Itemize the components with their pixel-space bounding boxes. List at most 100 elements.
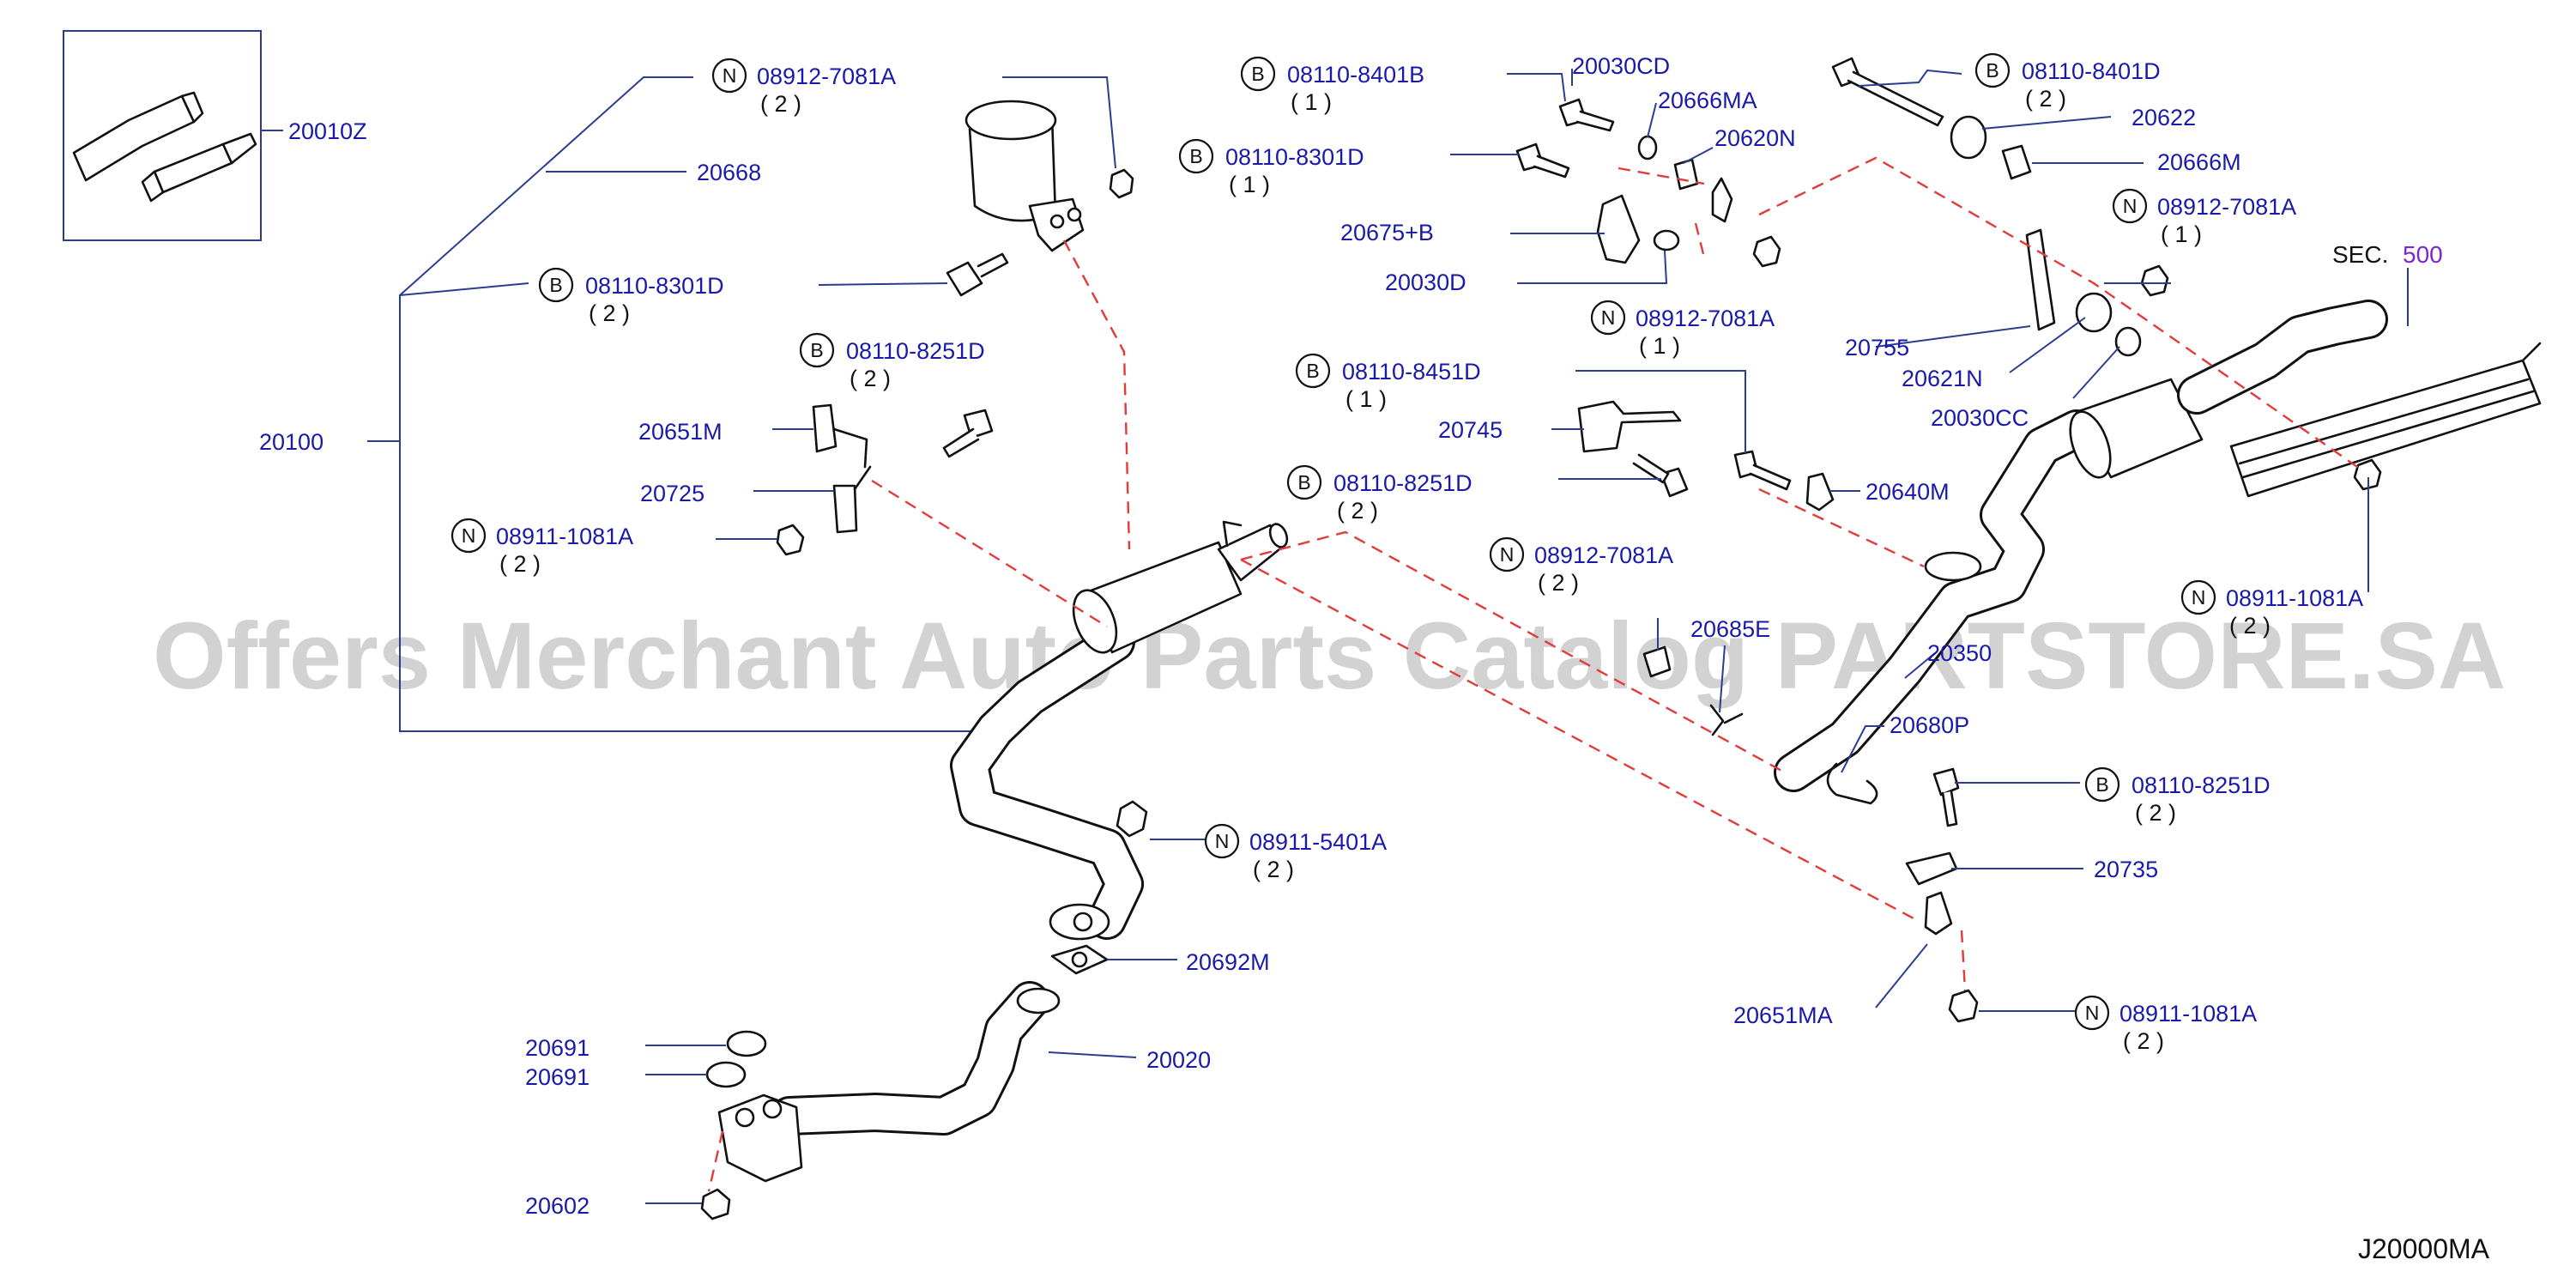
part-label-20640m[interactable]: 20640M (1865, 479, 1950, 505)
part-label-20622[interactable]: 20622 (2132, 105, 2196, 130)
section-ref-link[interactable]: 500 (2403, 241, 2443, 268)
part-qty: ( 2 ) (1538, 570, 1579, 596)
part-qty: ( 2 ) (850, 366, 891, 391)
rubber-mount-icon (1596, 194, 1641, 264)
part-label-08912-7081a[interactable]: 08912-7081A (757, 64, 896, 89)
part-label-08110-8301d[interactable]: 08110-8301D (1225, 144, 1364, 170)
callout-badge-bolt: B (1974, 52, 2011, 88)
part-qty: ( 2 ) (499, 551, 541, 577)
part-label-20668[interactable]: 20668 (697, 160, 761, 185)
callout-badge-nut: N (1204, 823, 1240, 859)
u-bolt-clamps (1642, 645, 1878, 805)
part-label-08110-8251d[interactable]: 08110-8251D (2132, 772, 2271, 798)
hanger-plate (2025, 228, 2056, 331)
part-label-08911-1081a[interactable]: 08911-1081A (2226, 585, 2363, 611)
part-label-08110-8401d[interactable]: 08110-8401D (2022, 58, 2161, 84)
part-label-20666ma[interactable]: 20666MA (1658, 88, 1757, 113)
part-label-20666m[interactable]: 20666M (2157, 149, 2241, 175)
hanger-bracket-20745 (1577, 400, 1682, 453)
part-label-08110-8401b[interactable]: 08110-8401B (1287, 62, 1424, 88)
part-label-20020[interactable]: 20020 (1146, 1047, 1211, 1073)
part-qty: ( 2 ) (2135, 800, 2176, 826)
sealant-kit-box (63, 30, 262, 241)
washer-icon (2075, 292, 2113, 333)
nut-icon (2140, 264, 2169, 297)
callout-badge-nut: N (711, 58, 747, 94)
part-label-20030cc[interactable]: 20030CC (1931, 405, 2029, 431)
part-label-20030d[interactable]: 20030D (1385, 270, 1466, 295)
part-qty: ( 1 ) (1639, 333, 1680, 359)
nut-icon (700, 1188, 731, 1220)
part-label-08912-7081a[interactable]: 08912-7081A (1534, 542, 1673, 568)
part-label-20691[interactable]: 20691 (525, 1035, 590, 1061)
part-qty: ( 2 ) (1337, 498, 1378, 524)
svg-text:B: B (1297, 471, 1310, 494)
nut-icon (776, 524, 805, 556)
part-qty: ( 2 ) (2229, 613, 2271, 639)
svg-text:N: N (1500, 543, 1515, 566)
part-label-20725[interactable]: 20725 (640, 481, 704, 506)
part-label-20010z[interactable]: 20010Z (288, 118, 367, 144)
part-label-20651m[interactable]: 20651M (638, 419, 723, 445)
svg-text:B: B (2095, 773, 2108, 796)
svg-text:N: N (2192, 586, 2206, 609)
washer-icon (2114, 326, 2142, 357)
svg-text:N: N (2085, 1002, 2100, 1024)
sealant-syringe-icon (153, 142, 233, 194)
part-label-20692m[interactable]: 20692M (1186, 949, 1270, 975)
callout-badge-bolt: B (799, 332, 835, 368)
part-label-08911-1081a[interactable]: 08911-1081A (2119, 1001, 2257, 1027)
part-label-20685e[interactable]: 20685E (1690, 616, 1770, 642)
center-pipe-assembly (950, 520, 1289, 941)
svg-text:B: B (1189, 145, 1202, 167)
part-label-08110-8451d[interactable]: 08110-8451D (1342, 359, 1481, 385)
part-label-08110-8301d[interactable]: 08110-8301D (585, 273, 724, 299)
part-label-08912-7081a[interactable]: 08912-7081A (2157, 194, 2296, 220)
exhaust-manifold-flange (717, 1093, 803, 1183)
part-label-08110-8251d[interactable]: 08110-8251D (846, 338, 985, 364)
body-frame-section (2229, 342, 2542, 498)
gasket-20691 (726, 1030, 767, 1057)
callout-badge-nut: N (2180, 579, 2216, 615)
nut-icon (1948, 989, 1979, 1023)
part-label-08912-7081a[interactable]: 08912-7081A (1636, 306, 1775, 331)
pipe-clamp-20668 (946, 100, 1134, 297)
part-label-20621n[interactable]: 20621N (1902, 366, 1983, 391)
watermark-text: Offers Merchant Auto Parts Catalog PARTS… (153, 603, 2506, 709)
gasket-20691 (705, 1061, 747, 1088)
part-label-20745[interactable]: 20745 (1438, 417, 1503, 443)
part-label-20620n[interactable]: 20620N (1714, 125, 1796, 151)
svg-text:N: N (1601, 306, 1616, 329)
part-qty: ( 2 ) (2025, 86, 2066, 112)
part-label-20755[interactable]: 20755 (1845, 335, 1909, 360)
part-label-20030cd[interactable]: 20030CD (1572, 53, 1670, 79)
part-label-08911-1081a[interactable]: 08911-1081A (496, 524, 633, 549)
part-qty: ( 1 ) (2161, 221, 2202, 247)
hanger-bracket-20725 (776, 403, 994, 556)
part-qty: ( 2 ) (1253, 857, 1294, 882)
part-label-08911-5401a[interactable]: 08911-5401A (1249, 829, 1387, 855)
part-label-20735[interactable]: 20735 (2094, 857, 2158, 882)
nut-icon (1109, 168, 1134, 199)
part-qty: ( 2 ) (589, 300, 630, 326)
leader-lines (645, 69, 2409, 1204)
part-label-08110-8251d[interactable]: 08110-8251D (1333, 470, 1472, 496)
diagram-code: J20000MA (2358, 1233, 2490, 1264)
rubber-mount-icon (1805, 472, 1835, 512)
part-label-20651ma[interactable]: 20651MA (1733, 1002, 1833, 1028)
rubber-mount-icon (1924, 891, 1953, 936)
part-label-20691[interactable]: 20691 (525, 1064, 590, 1090)
bushing-icon (1950, 115, 1987, 160)
part-label-20100[interactable]: 20100 (259, 429, 324, 455)
part-qty: ( 1 ) (1291, 89, 1332, 115)
part-label-20680p[interactable]: 20680P (1890, 712, 1969, 738)
part-label-20350[interactable]: 20350 (1927, 640, 1992, 666)
callout-badge-bolt: B (1286, 464, 1322, 500)
part-label-20602[interactable]: 20602 (525, 1193, 590, 1219)
nut-icon (1752, 235, 1781, 268)
mount-hardware-center-right (1577, 400, 1835, 512)
svg-text:B: B (1986, 59, 1999, 82)
part-label-20675b[interactable]: 20675+B (1340, 220, 1434, 245)
callout-badge-nut: N (450, 518, 487, 554)
